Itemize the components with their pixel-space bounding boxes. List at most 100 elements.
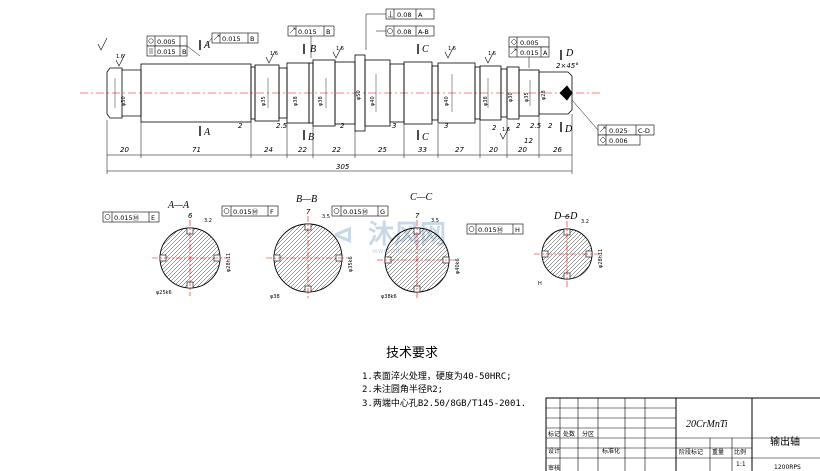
requirement-item: 1.表面淬火处理，硬度为40-50HRC;	[362, 370, 512, 382]
requirement-item: 2.未注圆角半径R2;	[362, 383, 443, 395]
section-label: C	[422, 44, 429, 55]
section-diameter: φ35k6	[348, 256, 354, 272]
hatch-line	[195, 228, 220, 288]
hatch-line	[385, 228, 414, 292]
section-tol-ref: E	[151, 214, 155, 222]
shaft-main-view	[80, 54, 600, 132]
hatch-line	[385, 228, 418, 292]
section-title: C—C	[410, 192, 433, 203]
section-tol-value: 0.015Ⓜ	[478, 226, 504, 234]
tol-ref: C-D	[638, 127, 650, 135]
hatch-line	[160, 228, 169, 288]
roughness-value: 1.6	[488, 51, 496, 57]
part-name: 输出轴	[770, 435, 800, 448]
hatch-line	[313, 224, 342, 292]
section-tol-ref: H	[515, 226, 520, 234]
hatch-line	[542, 229, 567, 279]
dim-text: 25	[378, 146, 387, 154]
section-tol-value: 0.015Ⓜ	[233, 208, 259, 216]
hatch-line	[542, 229, 583, 279]
section-markers	[199, 40, 562, 140]
tb-label: 比例	[734, 448, 746, 456]
hatch-line	[160, 228, 181, 288]
hatch-line	[571, 229, 592, 279]
section-label: B	[308, 132, 314, 143]
hatch-line	[385, 228, 410, 292]
key-width: 7	[306, 208, 311, 216]
tol-value: 0.005	[157, 38, 176, 46]
hatch-line	[428, 228, 449, 292]
hatch-line	[542, 229, 579, 279]
dim-text: 2.5	[530, 122, 542, 130]
dim-text: 22	[332, 146, 341, 154]
chamfer-note: 2×45°	[556, 62, 579, 70]
section-label: C	[422, 132, 429, 143]
tolerance-frames	[146, 8, 655, 146]
section-tol-frame	[331, 205, 389, 217]
tol-value: 0.08	[397, 11, 411, 19]
key-width: 6	[188, 212, 193, 220]
diameter-labels: φ30 φ35 φ38 φ38 φ50 φ40 φ40 φ38 φ30 φ35 …	[121, 90, 547, 106]
section-diameter-2: φ25k6	[156, 290, 172, 296]
shaft-segment-1	[106, 67, 123, 119]
hatch-line	[542, 229, 559, 279]
tol-value: 0.015	[520, 49, 539, 57]
roughness-icon	[444, 45, 455, 59]
tol-value: 0.005	[520, 39, 539, 47]
dim-text: 2	[340, 122, 345, 130]
tolerance-values: 0.005 0.015 B 0.015 B 0.015 B 0.08 A 0.0…	[157, 11, 650, 145]
key-width: 6	[565, 213, 570, 221]
tb-label: 标准化	[602, 447, 620, 455]
dim-text: 71	[192, 146, 201, 154]
center-hole-icon	[559, 85, 573, 101]
section-title: D—D	[553, 211, 578, 222]
tol-ref: A	[543, 49, 548, 57]
dim-text: 2	[238, 122, 243, 130]
hatch-line	[424, 228, 449, 292]
dia-label: φ38	[293, 96, 299, 106]
title-block-text: 20CrMnTi 输出轴 标记 处数 分区 设计 标准化 阶段标记 重量 比例 …	[548, 419, 801, 471]
section-label: B	[310, 44, 316, 55]
dim-text: 3	[444, 122, 448, 130]
dia-label: φ35	[261, 96, 267, 106]
concentricity-icon	[387, 28, 393, 34]
section-marker-labels: A A B B C C D D	[203, 40, 574, 143]
dia-label: φ28	[541, 90, 547, 100]
hatch-line	[309, 224, 342, 292]
roughness-value: 1.6	[502, 127, 510, 133]
hatch-line	[542, 229, 563, 279]
position-icon	[333, 208, 340, 214]
dim-text: 2.5	[276, 122, 288, 130]
dim-text: 2	[516, 122, 521, 130]
key-depth: 3.5	[431, 218, 439, 224]
overall-length: 305	[336, 163, 350, 171]
dim-text: 22	[298, 146, 307, 154]
section-diameter-2: φ38	[270, 294, 280, 300]
hatch-line	[551, 229, 592, 279]
tol-ref: B	[326, 28, 330, 36]
hatch-line	[274, 224, 299, 292]
roughness-value: 1.6	[448, 46, 456, 52]
tb-label: 处数	[563, 430, 575, 438]
section-tol-value: 0.015Ⓜ	[343, 208, 369, 216]
hatch-line	[317, 224, 342, 292]
hatch-line	[274, 224, 303, 292]
section-tol-frame	[466, 223, 524, 235]
dim-text: 3	[392, 122, 396, 130]
tb-label: 审核	[548, 464, 560, 471]
tb-label: 设计	[548, 447, 560, 455]
drawing-code: 1200RPS	[774, 464, 801, 471]
material: 20CrMnTi	[686, 419, 728, 430]
section-diameter-2: φ38k6	[381, 294, 397, 300]
watermark-logo-icon: ⊲	[332, 220, 354, 250]
hatch-line	[555, 229, 592, 279]
section-title: B—B	[296, 194, 317, 205]
hatch-line	[160, 228, 185, 288]
tol-value: 0.08	[397, 28, 411, 36]
key-depth: 3.2	[581, 219, 589, 225]
section-label: D	[565, 48, 574, 59]
tol-value: 0.015	[298, 28, 317, 36]
dim-text: 26	[553, 146, 562, 154]
section-label: A	[203, 40, 211, 51]
